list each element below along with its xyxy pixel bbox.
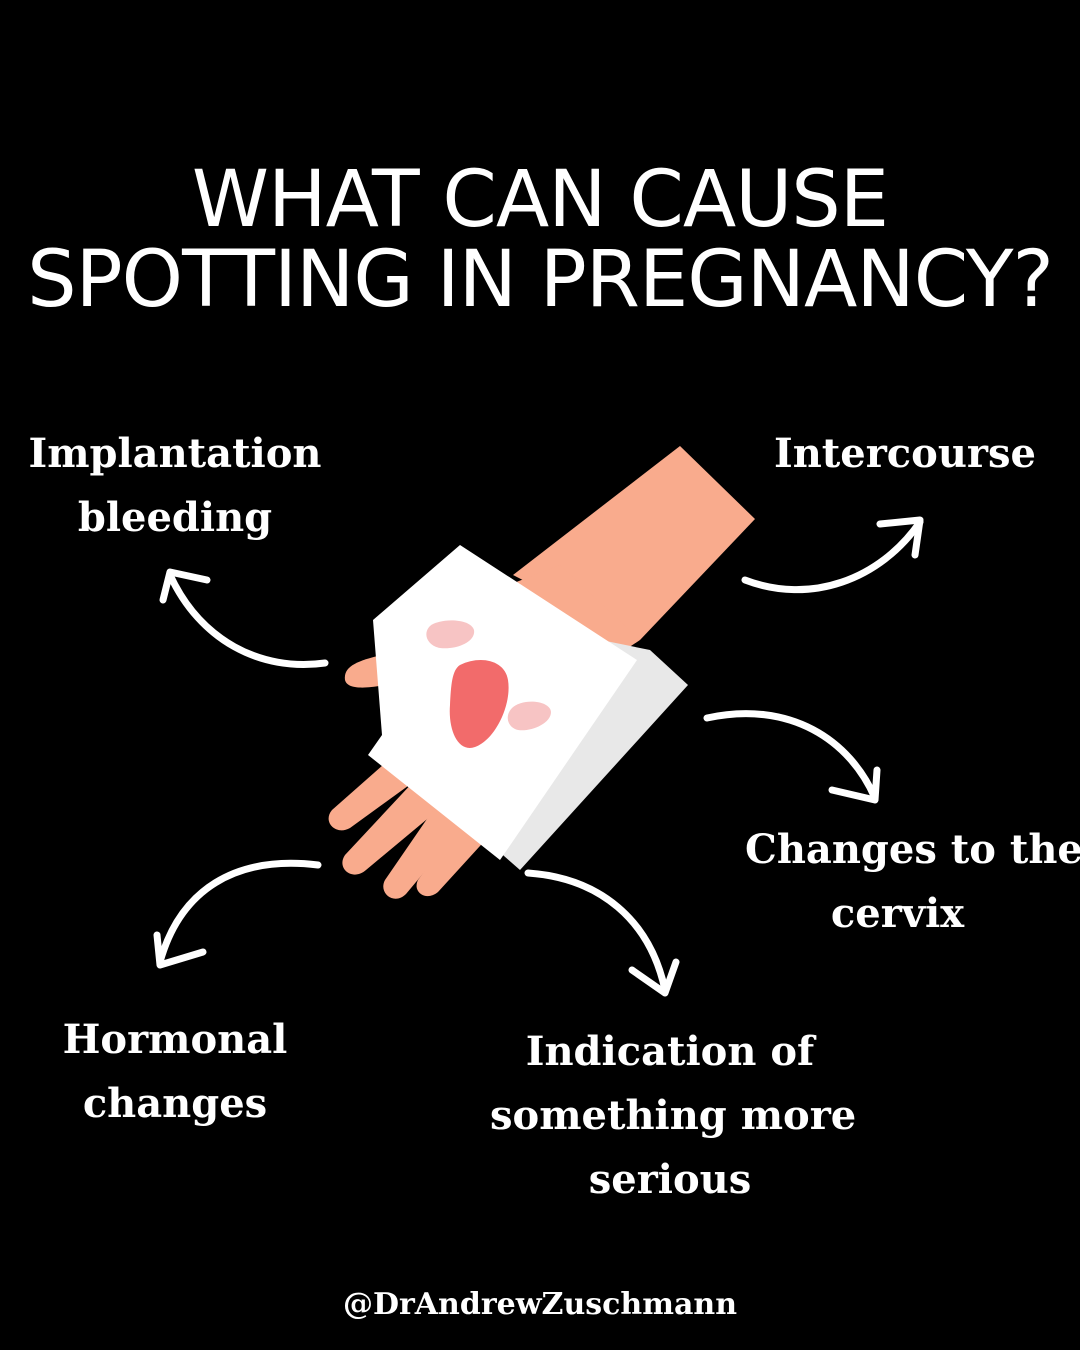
cause-label-line: Implantation	[28, 430, 322, 477]
arrow-icon	[741, 518, 924, 594]
cause-label-line: Changes to the	[745, 826, 1080, 873]
cause-label-line: cervix	[830, 890, 965, 937]
cause-label-line: serious	[588, 1156, 752, 1203]
cause-label-line: Intercourse	[774, 430, 1036, 477]
title-line-2: SPOTTING IN PREGNANCY?	[27, 235, 1054, 325]
cause-label-line: bleeding	[77, 494, 273, 541]
hand-icon	[328, 446, 755, 899]
cause-label-line: something more	[490, 1092, 857, 1139]
arrow-icon	[156, 859, 322, 966]
cause-implantation-bleeding: Implantation bleeding	[20, 422, 330, 550]
title-line-1: WHAT CAN CAUSE	[191, 155, 889, 245]
cause-intercourse: Intercourse	[770, 422, 1040, 486]
arrow-icon	[524, 869, 669, 994]
cause-label-line: Hormonal	[62, 1016, 288, 1063]
page-title: WHAT CAN CAUSE SPOTTING IN PREGNANCY?	[0, 160, 1080, 320]
cause-label-line: Indication of	[525, 1028, 815, 1075]
arrow-icon	[703, 710, 879, 802]
arrow-hormonal	[153, 859, 322, 969]
arrow-intercourse	[741, 516, 924, 594]
arrow-icon	[166, 571, 329, 668]
tissue-icon	[368, 545, 688, 870]
cause-label-line: changes	[82, 1080, 268, 1127]
arrow-cervix	[703, 710, 881, 804]
author-handle: @DrAndrewZuschmann	[342, 1287, 738, 1322]
arrow-implantation	[159, 568, 329, 668]
cause-changes-to-cervix: Changes to the cervix	[745, 818, 1080, 946]
cause-hormonal-changes: Hormonal changes	[40, 1008, 310, 1136]
arrow-serious	[524, 869, 680, 997]
cause-something-more-serious: Indication of something more serious	[490, 1020, 857, 1212]
